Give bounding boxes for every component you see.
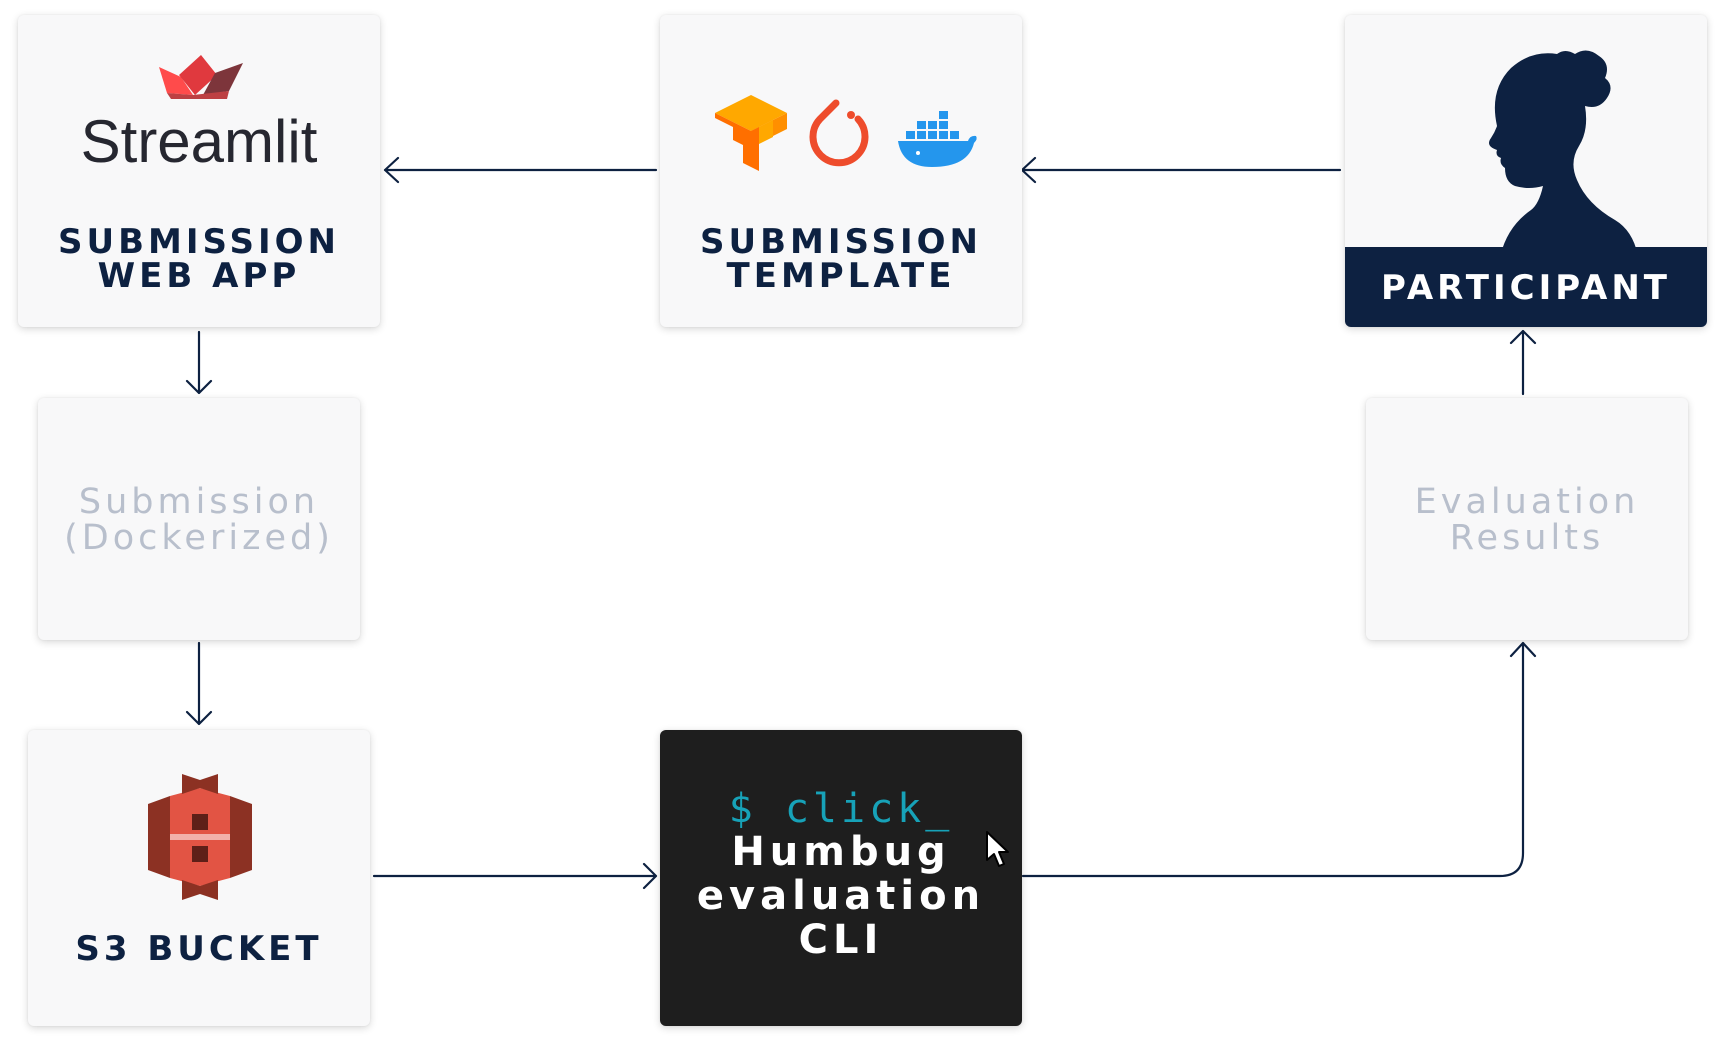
- web-app-label-line-1: SUBMISSION: [58, 222, 340, 262]
- arrow-s3-to-cli: [372, 862, 658, 890]
- results-label: Evaluation Results: [1366, 484, 1688, 556]
- participant-silhouette-icon: [1489, 50, 1639, 262]
- arrow-results-to-participant: [1509, 329, 1537, 396]
- docker-icon: [898, 111, 977, 167]
- participant-label: PARTICIPANT: [1381, 268, 1671, 308]
- tensorflow-icon: [715, 95, 787, 171]
- web-app-label: SUBMISSION WEB APP: [18, 225, 380, 293]
- results-label-line-1: Evaluation: [1414, 482, 1640, 522]
- streamlit-logo-text: Streamlit: [80, 108, 318, 175]
- arrow-dockerized-to-s3: [185, 641, 213, 726]
- dockerized-label-line-1: Submission: [78, 482, 320, 522]
- cli-title-line-2: evaluation: [696, 873, 986, 919]
- mouse-cursor-icon: [986, 831, 1009, 867]
- arrow-cli-to-results: [1021, 641, 1537, 878]
- template-label: SUBMISSION TEMPLATE: [660, 225, 1022, 293]
- cli-prompt: $ click_: [728, 786, 954, 832]
- dockerized-label-line-2: (Dockerized): [64, 518, 334, 558]
- submission-dockerized-card[interactable]: Submission (Dockerized): [38, 398, 360, 640]
- cli-title: Humbug evaluation CLI: [660, 830, 1022, 962]
- pytorch-icon: [809, 99, 869, 167]
- aws-s3-bucket-icon: [148, 774, 252, 900]
- template-label-line-2: TEMPLATE: [726, 256, 956, 296]
- cli-title-line-3: CLI: [798, 917, 884, 963]
- streamlit-crown-icon: [159, 55, 243, 99]
- humbug-cli-terminal[interactable]: $ click_ Humbug evaluation CLI: [660, 730, 1022, 1026]
- submission-web-app-card[interactable]: Streamlit SUBMISSION WEB APP: [18, 15, 380, 327]
- dockerized-label: Submission (Dockerized): [38, 484, 360, 556]
- cli-title-line-1: Humbug: [731, 829, 951, 875]
- results-label-line-2: Results: [1449, 518, 1605, 558]
- s3-bucket-card[interactable]: S3 BUCKET: [28, 730, 370, 1026]
- submission-template-card[interactable]: SUBMISSION TEMPLATE: [660, 15, 1022, 327]
- arrow-template-to-webapp: [383, 156, 658, 184]
- template-label-line-1: SUBMISSION: [700, 222, 982, 262]
- evaluation-results-card[interactable]: Evaluation Results: [1366, 398, 1688, 640]
- web-app-label-line-2: WEB APP: [97, 256, 301, 296]
- s3-label: S3 BUCKET: [75, 929, 323, 969]
- participant-card[interactable]: PARTICIPANT: [1345, 15, 1707, 327]
- arrow-webapp-to-dockerized: [185, 330, 213, 395]
- participant-label-bar: PARTICIPANT: [1345, 247, 1707, 327]
- arrow-participant-to-template: [1020, 156, 1342, 184]
